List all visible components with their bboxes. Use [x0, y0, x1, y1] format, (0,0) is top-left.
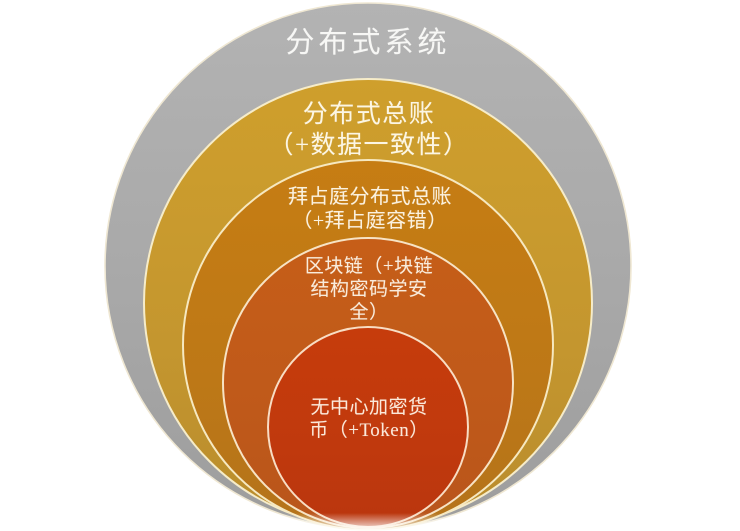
ring-circle-decentralized-cryptocurrency — [267, 326, 469, 528]
